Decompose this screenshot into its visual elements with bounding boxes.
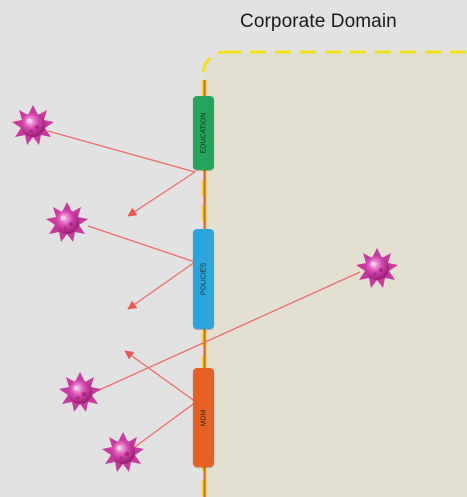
virus-icon	[12, 105, 54, 145]
attack-line	[47, 130, 196, 173]
deflection-arrow	[127, 261, 196, 310]
corporate-domain-region	[201, 50, 467, 497]
virus-icon	[59, 372, 101, 412]
attack-line	[124, 350, 197, 403]
shield-education: EDUCATION	[193, 96, 214, 170]
virus-icon	[46, 202, 88, 242]
attack-line	[87, 225, 196, 263]
shield-mdm: MDM	[193, 368, 214, 467]
shield-policies: POLICIES	[193, 229, 214, 329]
attack-lines	[47, 130, 361, 453]
attack-line	[127, 401, 197, 453]
shield-label: MDM	[200, 409, 207, 426]
deflection-arrow	[127, 171, 196, 217]
diagram-title: Corporate Domain	[240, 11, 397, 32]
virus-icon	[102, 432, 144, 472]
shield-label: EDUCATION	[200, 112, 207, 154]
attack-line	[96, 271, 361, 392]
shield-label: POLICIES	[200, 262, 207, 296]
